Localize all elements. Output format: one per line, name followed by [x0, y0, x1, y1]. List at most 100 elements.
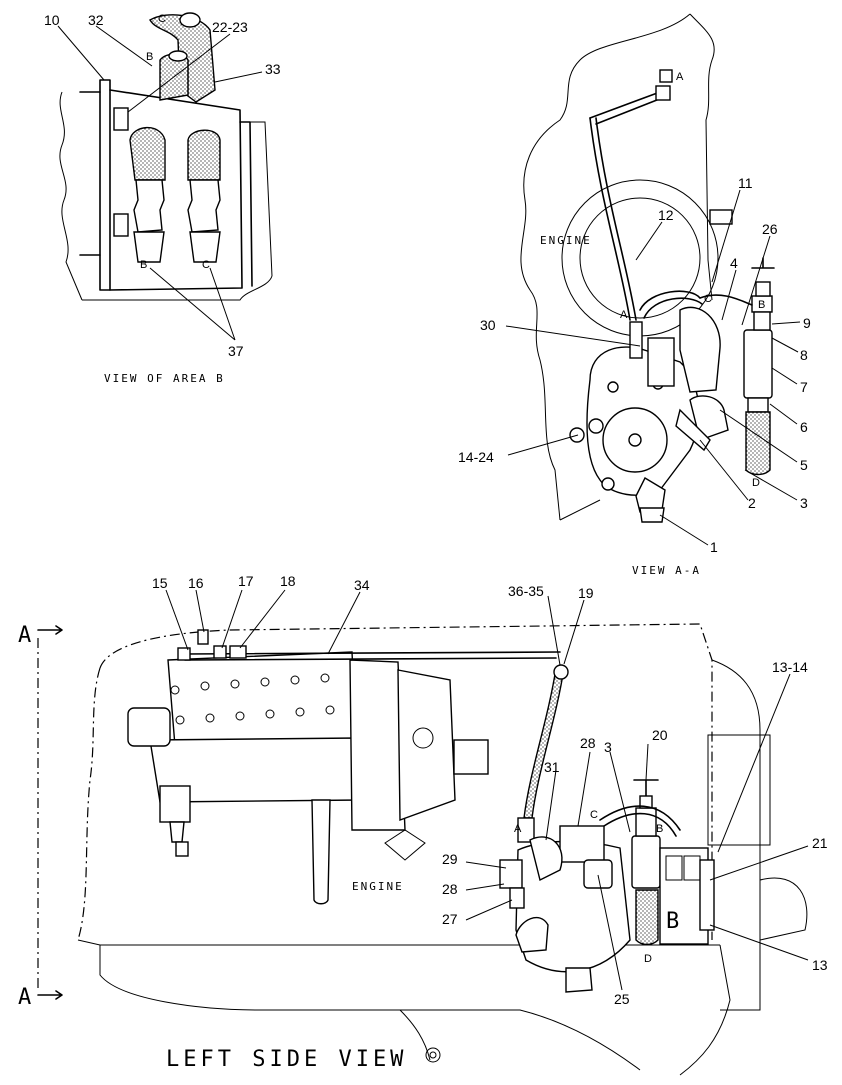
callout-14-24: 14-24 — [458, 449, 494, 465]
engine-break-left — [520, 13, 691, 521]
fitting-15 — [177, 647, 191, 661]
hose-letter: A — [514, 823, 522, 835]
fitting-18 — [229, 645, 247, 659]
boost-control — [127, 707, 171, 747]
callout-21: 21 — [812, 835, 828, 851]
callout-30: 30 — [480, 317, 496, 333]
callout-32: 32 — [88, 12, 104, 28]
filter-base — [631, 835, 661, 889]
fitting-27 — [509, 887, 525, 909]
callout-18: 18 — [280, 573, 296, 589]
mount-bracket — [109, 89, 243, 291]
callout-12: 12 — [658, 207, 674, 223]
section-mark-bottom: A — [18, 985, 35, 1010]
area-b-view: 10 32 22-23 33 37 C B B C VIEW OF AREA B — [44, 12, 281, 385]
hose-letter: B — [140, 259, 147, 271]
fitting-30 — [647, 337, 675, 387]
callout-33: 33 — [265, 61, 281, 77]
hose-b — [129, 126, 166, 181]
left-side-caption: LEFT SIDE VIEW — [166, 1047, 407, 1072]
hose-letter: B — [656, 823, 663, 835]
flange-plate — [99, 79, 111, 291]
area-b-caption: VIEW OF AREA B — [104, 372, 225, 385]
fitting-28 — [559, 825, 605, 863]
callout-34: 34 — [354, 577, 370, 593]
callout-3: 3 — [800, 495, 808, 511]
callout-4: 4 — [730, 255, 738, 271]
callout-31: 31 — [544, 759, 560, 775]
hose-letter: C — [704, 293, 712, 305]
elbow-4 — [679, 306, 721, 393]
elbow-31 — [529, 836, 563, 882]
callout-20: 20 — [652, 727, 668, 743]
callout-27: 27 — [442, 911, 458, 927]
view-a-a: 11 12 26 4 9 8 7 6 5 3 2 1 30 14-24 A C … — [458, 13, 811, 577]
hose-letter: D — [644, 953, 652, 965]
callout-10: 10 — [44, 12, 60, 28]
clip-19 — [553, 664, 569, 680]
plate-letter: B — [666, 909, 683, 934]
callout-29: 29 — [442, 851, 458, 867]
area-b-break-bottom — [82, 275, 273, 301]
drain-tube — [311, 799, 331, 905]
fuel-filter — [743, 329, 773, 399]
callout-37: 37 — [228, 343, 244, 359]
engine-label-frame — [384, 829, 426, 861]
callout-36-35: 36-35 — [508, 583, 544, 599]
hose-d — [745, 411, 771, 476]
drain-plug — [425, 1047, 441, 1063]
callout-8: 8 — [800, 347, 808, 363]
plug-1 — [639, 507, 665, 523]
hose-letter: C — [590, 809, 598, 821]
callout-7: 7 — [800, 379, 808, 395]
callout-28-upper: 28 — [580, 735, 596, 751]
tube-12 — [589, 117, 631, 321]
hose-letter: B — [758, 299, 765, 311]
hose-d-left — [635, 889, 659, 946]
injection-pump-body — [167, 651, 357, 747]
hose-letter: C — [202, 259, 210, 271]
hose-letter: A — [676, 71, 684, 83]
hose-letter: D — [752, 477, 760, 489]
adapter-2 — [675, 408, 711, 452]
oil-pan — [99, 945, 431, 1061]
engine-label-left: ENGINE — [352, 880, 404, 893]
callout-5: 5 — [800, 457, 808, 473]
callout-25: 25 — [614, 991, 630, 1007]
engine-outline-top — [99, 623, 713, 940]
callout-22-23: 22-23 — [212, 19, 248, 35]
engine-outline-left — [77, 667, 101, 941]
hose-letter: C — [158, 13, 166, 25]
fitting-c — [187, 179, 221, 233]
hose-letter: B — [146, 51, 153, 63]
callout-19: 19 — [578, 585, 594, 601]
engine-label-aa: ENGINE — [540, 234, 592, 247]
view-aa-caption: VIEW A-A — [632, 564, 701, 577]
bolt-top — [113, 107, 129, 131]
section-mark-top: A — [18, 623, 35, 648]
callout-26: 26 — [762, 221, 778, 237]
callout-3-left: 3 — [604, 739, 612, 755]
engine-break-right — [689, 13, 715, 301]
plug — [565, 967, 593, 993]
fitting-11 — [709, 209, 733, 225]
area-b-break-left — [59, 91, 83, 301]
callout-1: 1 — [710, 539, 718, 555]
fitting-b — [133, 179, 165, 233]
fitting-25 — [583, 859, 613, 889]
left-side-view: A A — [18, 573, 828, 1076]
hose-c — [187, 129, 221, 181]
fitting-16 — [197, 629, 209, 645]
callout-9: 9 — [803, 315, 811, 331]
callout-17: 17 — [238, 573, 254, 589]
fuel-line-34 — [184, 651, 561, 655]
hose-letter: A — [620, 309, 628, 321]
fitting-17 — [213, 645, 227, 659]
callout-28-lower: 28 — [442, 881, 458, 897]
timing-advance — [349, 659, 406, 831]
hose-36-35 — [523, 667, 565, 819]
callout-13: 13 — [812, 957, 828, 973]
callout-15: 15 — [152, 575, 168, 591]
callout-6: 6 — [800, 419, 808, 435]
